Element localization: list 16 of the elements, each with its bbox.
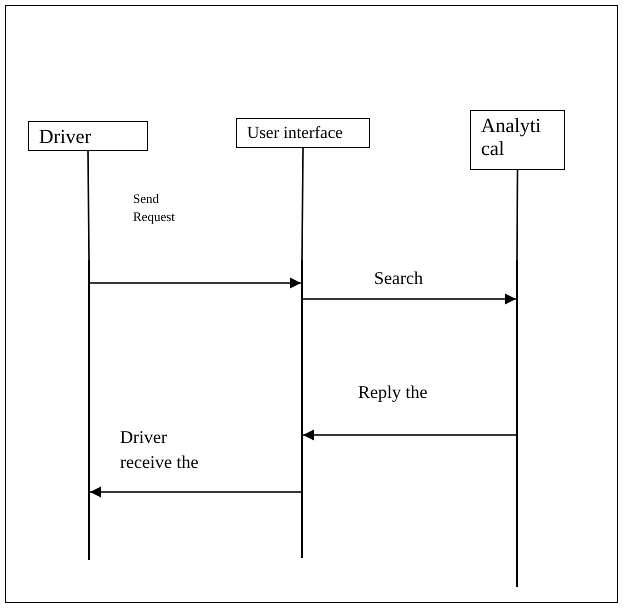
participant-box: [470, 110, 565, 170]
lifeline: [301, 260, 303, 558]
participant-name: User interface: [247, 123, 344, 143]
lifeline: [88, 260, 90, 560]
lifeline: [516, 260, 518, 587]
lifeline-connector: [87, 151, 90, 260]
message-arrow: [90, 277, 301, 289]
lifeline-connector: [301, 148, 304, 260]
participant-name: Analyti cal: [481, 115, 542, 161]
message-arrow: [303, 293, 516, 305]
message-arrow: [90, 486, 301, 498]
message-arrow: [303, 429, 516, 441]
participant-box: [28, 121, 148, 151]
participant-box: [236, 118, 370, 148]
lifeline-connector: [516, 170, 518, 260]
participant-name: Driver: [39, 126, 92, 149]
